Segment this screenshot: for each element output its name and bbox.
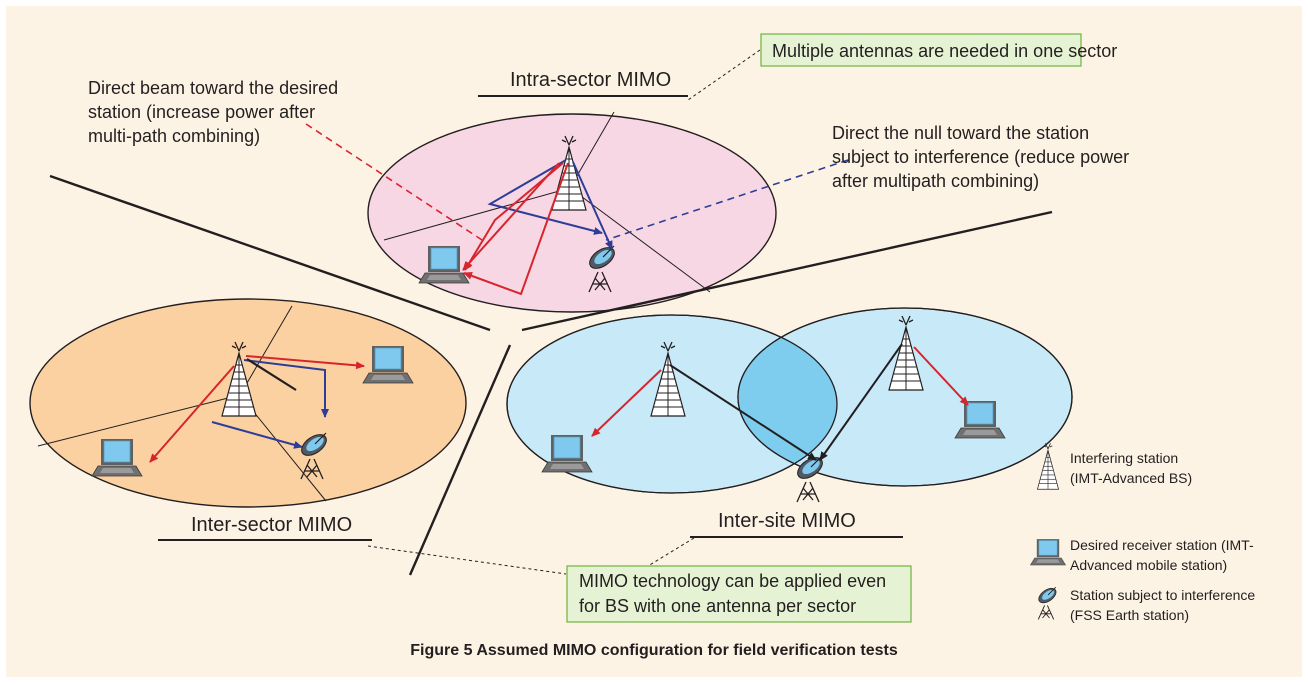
mimo-one-antenna-callout-box — [566, 565, 912, 623]
legend-interfering-line-2: (IMT-Advanced BS) — [1070, 470, 1192, 486]
intra-sector-label: Intra-sector MIMO — [510, 69, 671, 91]
legend-desired-line-1: Desired receiver station (IMT- — [1070, 537, 1254, 553]
legend-laptop-icon — [1030, 538, 1066, 566]
inter-sector-label: Inter-sector MIMO — [191, 514, 352, 536]
legend-subject-line-1: Station subject to interference — [1070, 587, 1255, 603]
legend-interfering-line-1: Interfering station — [1070, 450, 1178, 466]
legend-desired-line-2: Advanced mobile station) — [1070, 557, 1227, 573]
direct-null-line-1: Direct the null toward the station — [832, 123, 1089, 143]
legend-tower-icon — [1037, 442, 1059, 490]
mimo-one-antenna-line-2: for BS with one antenna per sector — [579, 596, 856, 616]
inter-site-label: Inter-site MIMO — [718, 510, 856, 532]
mimo-one-antenna-line-1: MIMO technology can be applied even — [579, 571, 886, 591]
direct-beam-line-3: multi-path combining) — [88, 126, 260, 146]
intra-sector-links — [462, 159, 613, 296]
inter-sector-links — [149, 355, 365, 463]
multiple-antennas-callout: Multiple antennas are needed in one sect… — [772, 41, 1117, 61]
sector-dividers — [49, 174, 1053, 576]
inter-site-links — [591, 343, 969, 461]
leader-lines — [305, 49, 849, 575]
multiple-antennas-callout-box — [760, 33, 1082, 67]
direct-null-line-2: subject to interference (reduce power — [832, 147, 1129, 167]
inter-site-cells — [506, 307, 1073, 494]
figure-caption: Figure 5 Assumed MIMO configuration for … — [410, 642, 898, 659]
legend: Interfering station (IMT-Advanced BS) De… — [1030, 442, 1255, 623]
direct-null-line-3: after multipath combining) — [832, 171, 1039, 191]
direct-beam-line-1: Direct beam toward the desired — [88, 78, 338, 98]
legend-dish-icon — [1035, 584, 1060, 620]
legend-subject-line-2: (FSS Earth station) — [1070, 607, 1189, 623]
direct-beam-line-2: station (increase power after — [88, 102, 315, 122]
